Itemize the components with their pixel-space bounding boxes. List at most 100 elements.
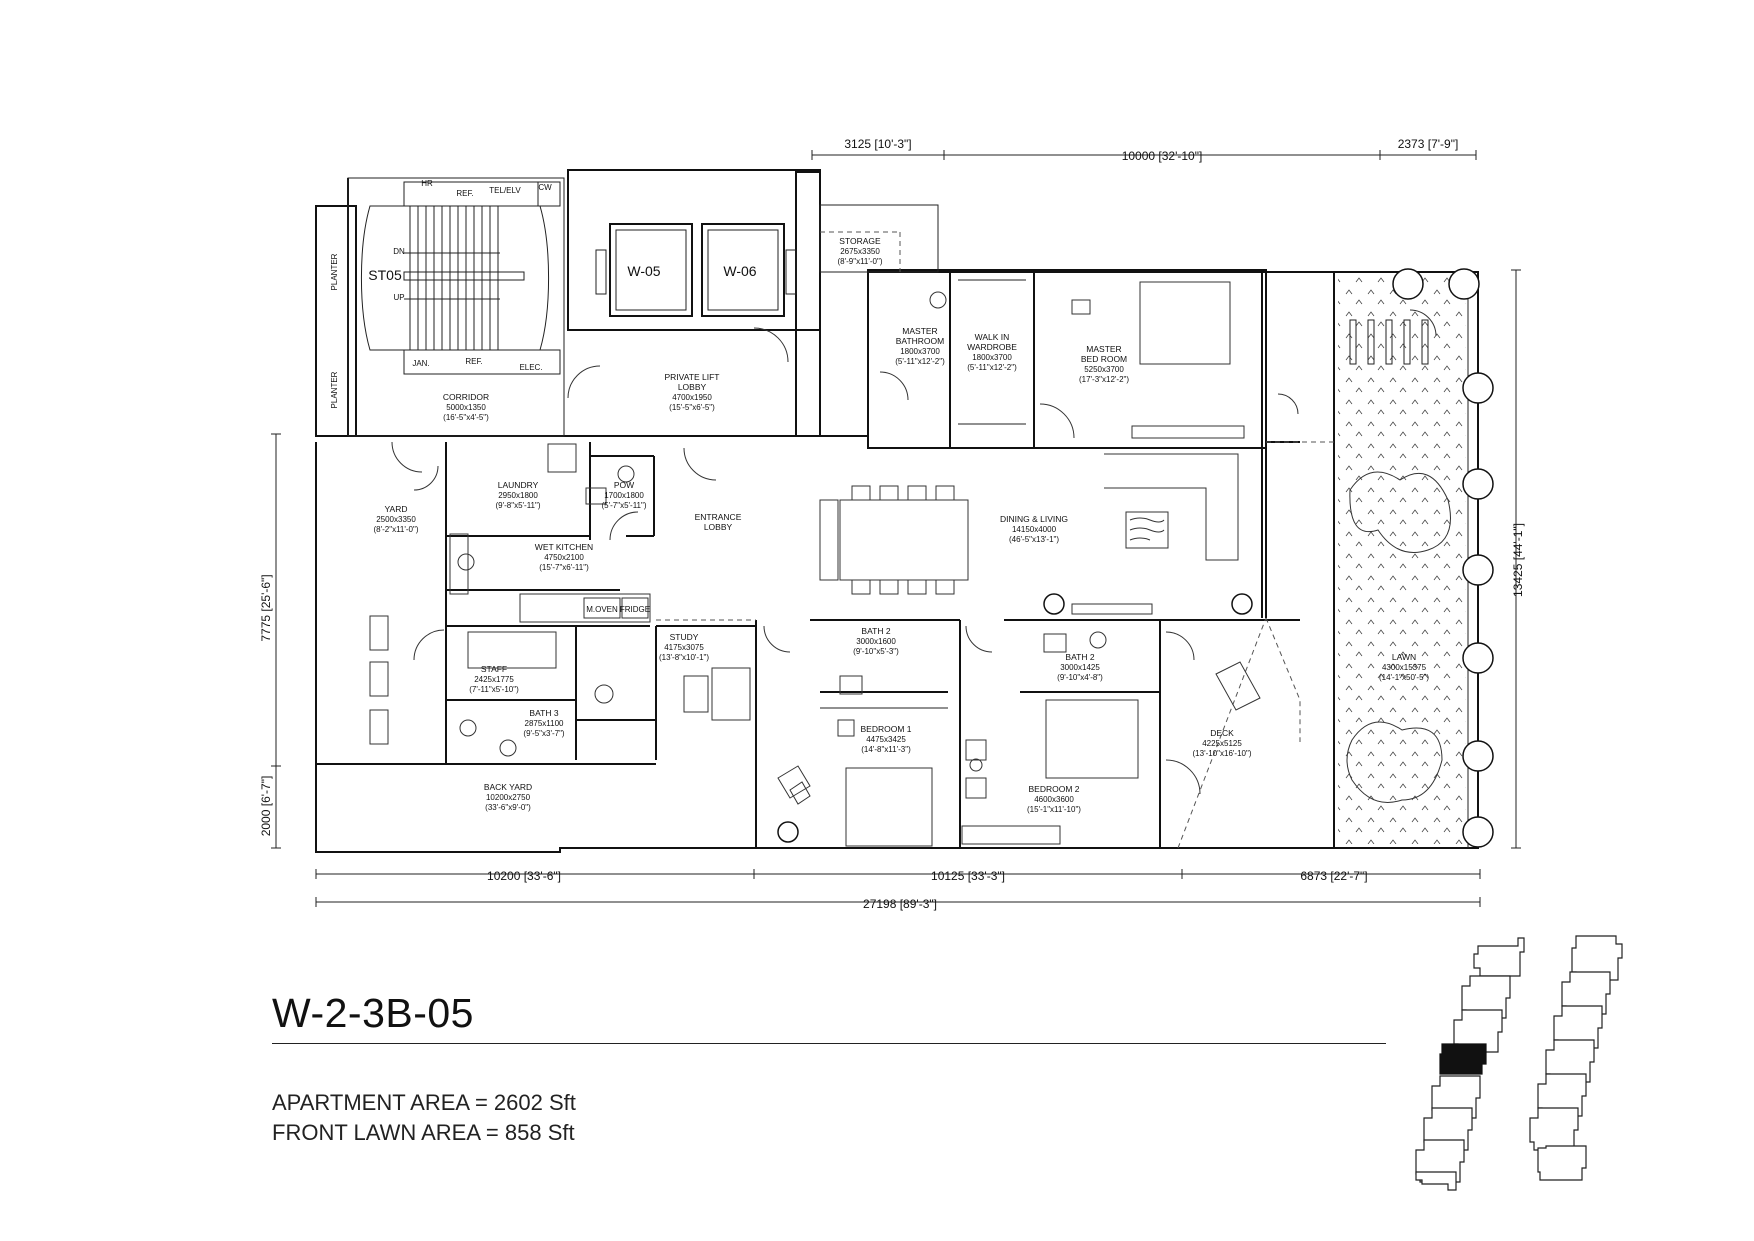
trees bbox=[777, 268, 1494, 848]
svg-text:STORAGE: STORAGE bbox=[839, 236, 881, 246]
dim-top-2: 10000 [32'-10"] bbox=[1122, 149, 1203, 163]
room-dining-living: DINING & LIVING 14150x4000 (46'-5"x13'-1… bbox=[1000, 514, 1068, 544]
room-bath-3: BATH 3 2875x1100 (9'-5"x3'-7") bbox=[523, 708, 565, 738]
svg-text:DINING & LIVING: DINING & LIVING bbox=[1000, 514, 1068, 524]
svg-text:5250x3700: 5250x3700 bbox=[1084, 365, 1124, 374]
svg-text:(9'-10"x4'-8"): (9'-10"x4'-8") bbox=[1057, 673, 1103, 682]
dim-top-1: 3125 [10'-3"] bbox=[844, 137, 911, 151]
svg-text:MASTER: MASTER bbox=[1086, 344, 1121, 354]
svg-text:BATH 3: BATH 3 bbox=[529, 708, 558, 718]
dim-left-2: 2000 [6'-7"] bbox=[259, 776, 273, 837]
front-lawn-area-text: FRONT LAWN AREA = 858 Sft bbox=[272, 1120, 575, 1145]
svg-text:(7'-11"x5'-10"): (7'-11"x5'-10") bbox=[469, 685, 519, 694]
room-master-bathroom: MASTER BATHROOM 1800x3700 (5'-11"x12'-2"… bbox=[895, 326, 945, 366]
stair-up-label: UP bbox=[393, 293, 404, 302]
svg-text:(17'-3"x12'-2"): (17'-3"x12'-2") bbox=[1079, 375, 1129, 384]
svg-text:BACK YARD: BACK YARD bbox=[484, 782, 532, 792]
lift-w05-label: W-05 bbox=[627, 263, 660, 279]
svg-text:2875x1100: 2875x1100 bbox=[525, 719, 565, 728]
furniture: M.OVEN FRIDGE bbox=[369, 279, 1261, 847]
dashed-lines bbox=[656, 441, 1334, 849]
svg-text:2675x3350: 2675x3350 bbox=[840, 247, 880, 256]
svg-text:BATHROOM: BATHROOM bbox=[896, 336, 944, 346]
stair-dn-label: DN bbox=[393, 247, 405, 256]
room-yard: YARD 2500x3350 (8'-2"x11'-0") bbox=[373, 504, 418, 534]
outer-walls bbox=[315, 169, 1479, 853]
dimension-lines: 3125 [10'-3"] 10000 [32'-10"] 2373 [7'-9… bbox=[259, 137, 1525, 911]
svg-text:5000x1350: 5000x1350 bbox=[446, 403, 486, 412]
svg-text:ENTRANCE: ENTRANCE bbox=[695, 512, 742, 522]
internal-walls bbox=[316, 204, 1479, 848]
room-laundry: LAUNDRY 2950x1800 (9'-8"x5'-11") bbox=[495, 480, 540, 510]
dim-left-1: 7775 [25'-6"] bbox=[259, 574, 273, 641]
room-wet-kitchen: WET KITCHEN 4750x2100 (15'-7"x6'-11") bbox=[535, 542, 593, 572]
svg-text:(13'-10"x16'-10"): (13'-10"x16'-10") bbox=[1193, 749, 1252, 758]
svg-text:4475x3425: 4475x3425 bbox=[866, 735, 906, 744]
lift-w06-label: W-06 bbox=[723, 263, 756, 279]
svg-text:(9'-8"x5'-11"): (9'-8"x5'-11") bbox=[495, 501, 540, 510]
svg-text:(5'-7"x5'-11"): (5'-7"x5'-11") bbox=[601, 501, 646, 510]
dim-right: 13425 [44'-1"] bbox=[1511, 523, 1525, 597]
doors bbox=[391, 309, 1437, 795]
svg-text:WET KITCHEN: WET KITCHEN bbox=[535, 542, 593, 552]
lawn-area bbox=[1338, 276, 1466, 844]
svg-text:BEDROOM 1: BEDROOM 1 bbox=[860, 724, 911, 734]
svg-text:WARDROBE: WARDROBE bbox=[967, 342, 1017, 352]
svg-text:POW: POW bbox=[614, 480, 634, 490]
svg-text:LOBBY: LOBBY bbox=[678, 382, 707, 392]
svg-text:14150x4000: 14150x4000 bbox=[1012, 525, 1057, 534]
shaft-cw-label: CW bbox=[538, 183, 552, 192]
svg-text:(15'-7"x6'-11"): (15'-7"x6'-11") bbox=[539, 563, 589, 572]
svg-text:4600x3600: 4600x3600 bbox=[1034, 795, 1074, 804]
svg-text:(16'-5"x4'-5"): (16'-5"x4'-5") bbox=[443, 413, 489, 422]
planter-label-2: PLANTER bbox=[330, 371, 339, 408]
oven-label: M.OVEN bbox=[586, 605, 618, 614]
svg-text:MASTER: MASTER bbox=[902, 326, 937, 336]
stair-core: ST05 DN UP HR REF. TEL/ELV CW JAN. REF. … bbox=[330, 179, 561, 408]
svg-text:YARD: YARD bbox=[385, 504, 408, 514]
svg-text:LAWN: LAWN bbox=[1392, 652, 1416, 662]
svg-text:STAFF: STAFF bbox=[481, 664, 507, 674]
svg-text:1800x3700: 1800x3700 bbox=[972, 353, 1012, 362]
shaft-elec-label: ELEC. bbox=[519, 363, 542, 372]
svg-text:(14'-8"x11'-3"): (14'-8"x11'-3") bbox=[861, 745, 911, 754]
svg-text:(15'-5"x6'-5"): (15'-5"x6'-5") bbox=[669, 403, 715, 412]
svg-text:2425x1775: 2425x1775 bbox=[474, 675, 514, 684]
svg-text:(46'-5"x13'-1"): (46'-5"x13'-1") bbox=[1009, 535, 1059, 544]
shaft-hr-label: HR bbox=[421, 179, 433, 188]
svg-text:(5'-11"x12'-2"): (5'-11"x12'-2") bbox=[967, 363, 1017, 372]
shaft-ref2-label: REF. bbox=[465, 357, 482, 366]
svg-text:BEDROOM 2: BEDROOM 2 bbox=[1028, 784, 1079, 794]
lifts: W-05 W-06 bbox=[595, 223, 797, 317]
svg-text:2500x3350: 2500x3350 bbox=[376, 515, 416, 524]
svg-text:(14'-1"x50'-5"): (14'-1"x50'-5") bbox=[1379, 673, 1429, 682]
svg-text:3000x1425: 3000x1425 bbox=[1060, 663, 1100, 672]
room-labels: STORAGE 2675x3350 (8'-9"x11'-0") CORRIDO… bbox=[373, 236, 1429, 814]
shaft-ref-label: REF. bbox=[456, 189, 473, 198]
stair-treads bbox=[403, 206, 525, 350]
svg-text:(9'-5"x3'-7"): (9'-5"x3'-7") bbox=[523, 729, 565, 738]
svg-text:DECK: DECK bbox=[1210, 728, 1234, 738]
svg-text:STUDY: STUDY bbox=[670, 632, 699, 642]
svg-text:2950x1800: 2950x1800 bbox=[498, 491, 538, 500]
room-pow: POW 1700x1800 (5'-7"x5'-11") bbox=[601, 480, 646, 510]
apartment-area-text: APARTMENT AREA = 2602 Sft bbox=[272, 1090, 576, 1115]
room-back-yard: BACK YARD 10200x2750 (33'-6"x9'-0") bbox=[484, 782, 532, 812]
unit-code-title: W-2-3B-05 bbox=[272, 990, 474, 1036]
svg-text:4300x15375: 4300x15375 bbox=[1382, 663, 1427, 672]
svg-text:(13'-8"x10'-1"): (13'-8"x10'-1") bbox=[659, 653, 709, 662]
svg-text:(9'-10"x5'-3"): (9'-10"x5'-3") bbox=[853, 647, 899, 656]
svg-text:4750x2100: 4750x2100 bbox=[544, 553, 584, 562]
room-corridor: CORRIDOR 5000x1350 (16'-5"x4'-5") bbox=[443, 392, 489, 422]
room-walk-in-wardrobe: WALK IN WARDROBE 1800x3700 (5'-11"x12'-2… bbox=[967, 332, 1017, 372]
room-bath-2b: BATH 2 3000x1425 (9'-10"x4'-8") bbox=[1057, 652, 1103, 682]
title-divider bbox=[272, 1043, 1386, 1044]
planter-label-1: PLANTER bbox=[330, 253, 339, 290]
svg-text:3000x1600: 3000x1600 bbox=[856, 637, 896, 646]
svg-text:1700x1800: 1700x1800 bbox=[604, 491, 644, 500]
svg-text:1800x3700: 1800x3700 bbox=[900, 347, 940, 356]
svg-text:4175x3075: 4175x3075 bbox=[664, 643, 704, 652]
room-lift-lobby: PRIVATE LIFT LOBBY 4700x1950 (15'-5"x6'-… bbox=[665, 372, 720, 412]
room-storage: STORAGE 2675x3350 (8'-9"x11'-0") bbox=[837, 236, 882, 266]
